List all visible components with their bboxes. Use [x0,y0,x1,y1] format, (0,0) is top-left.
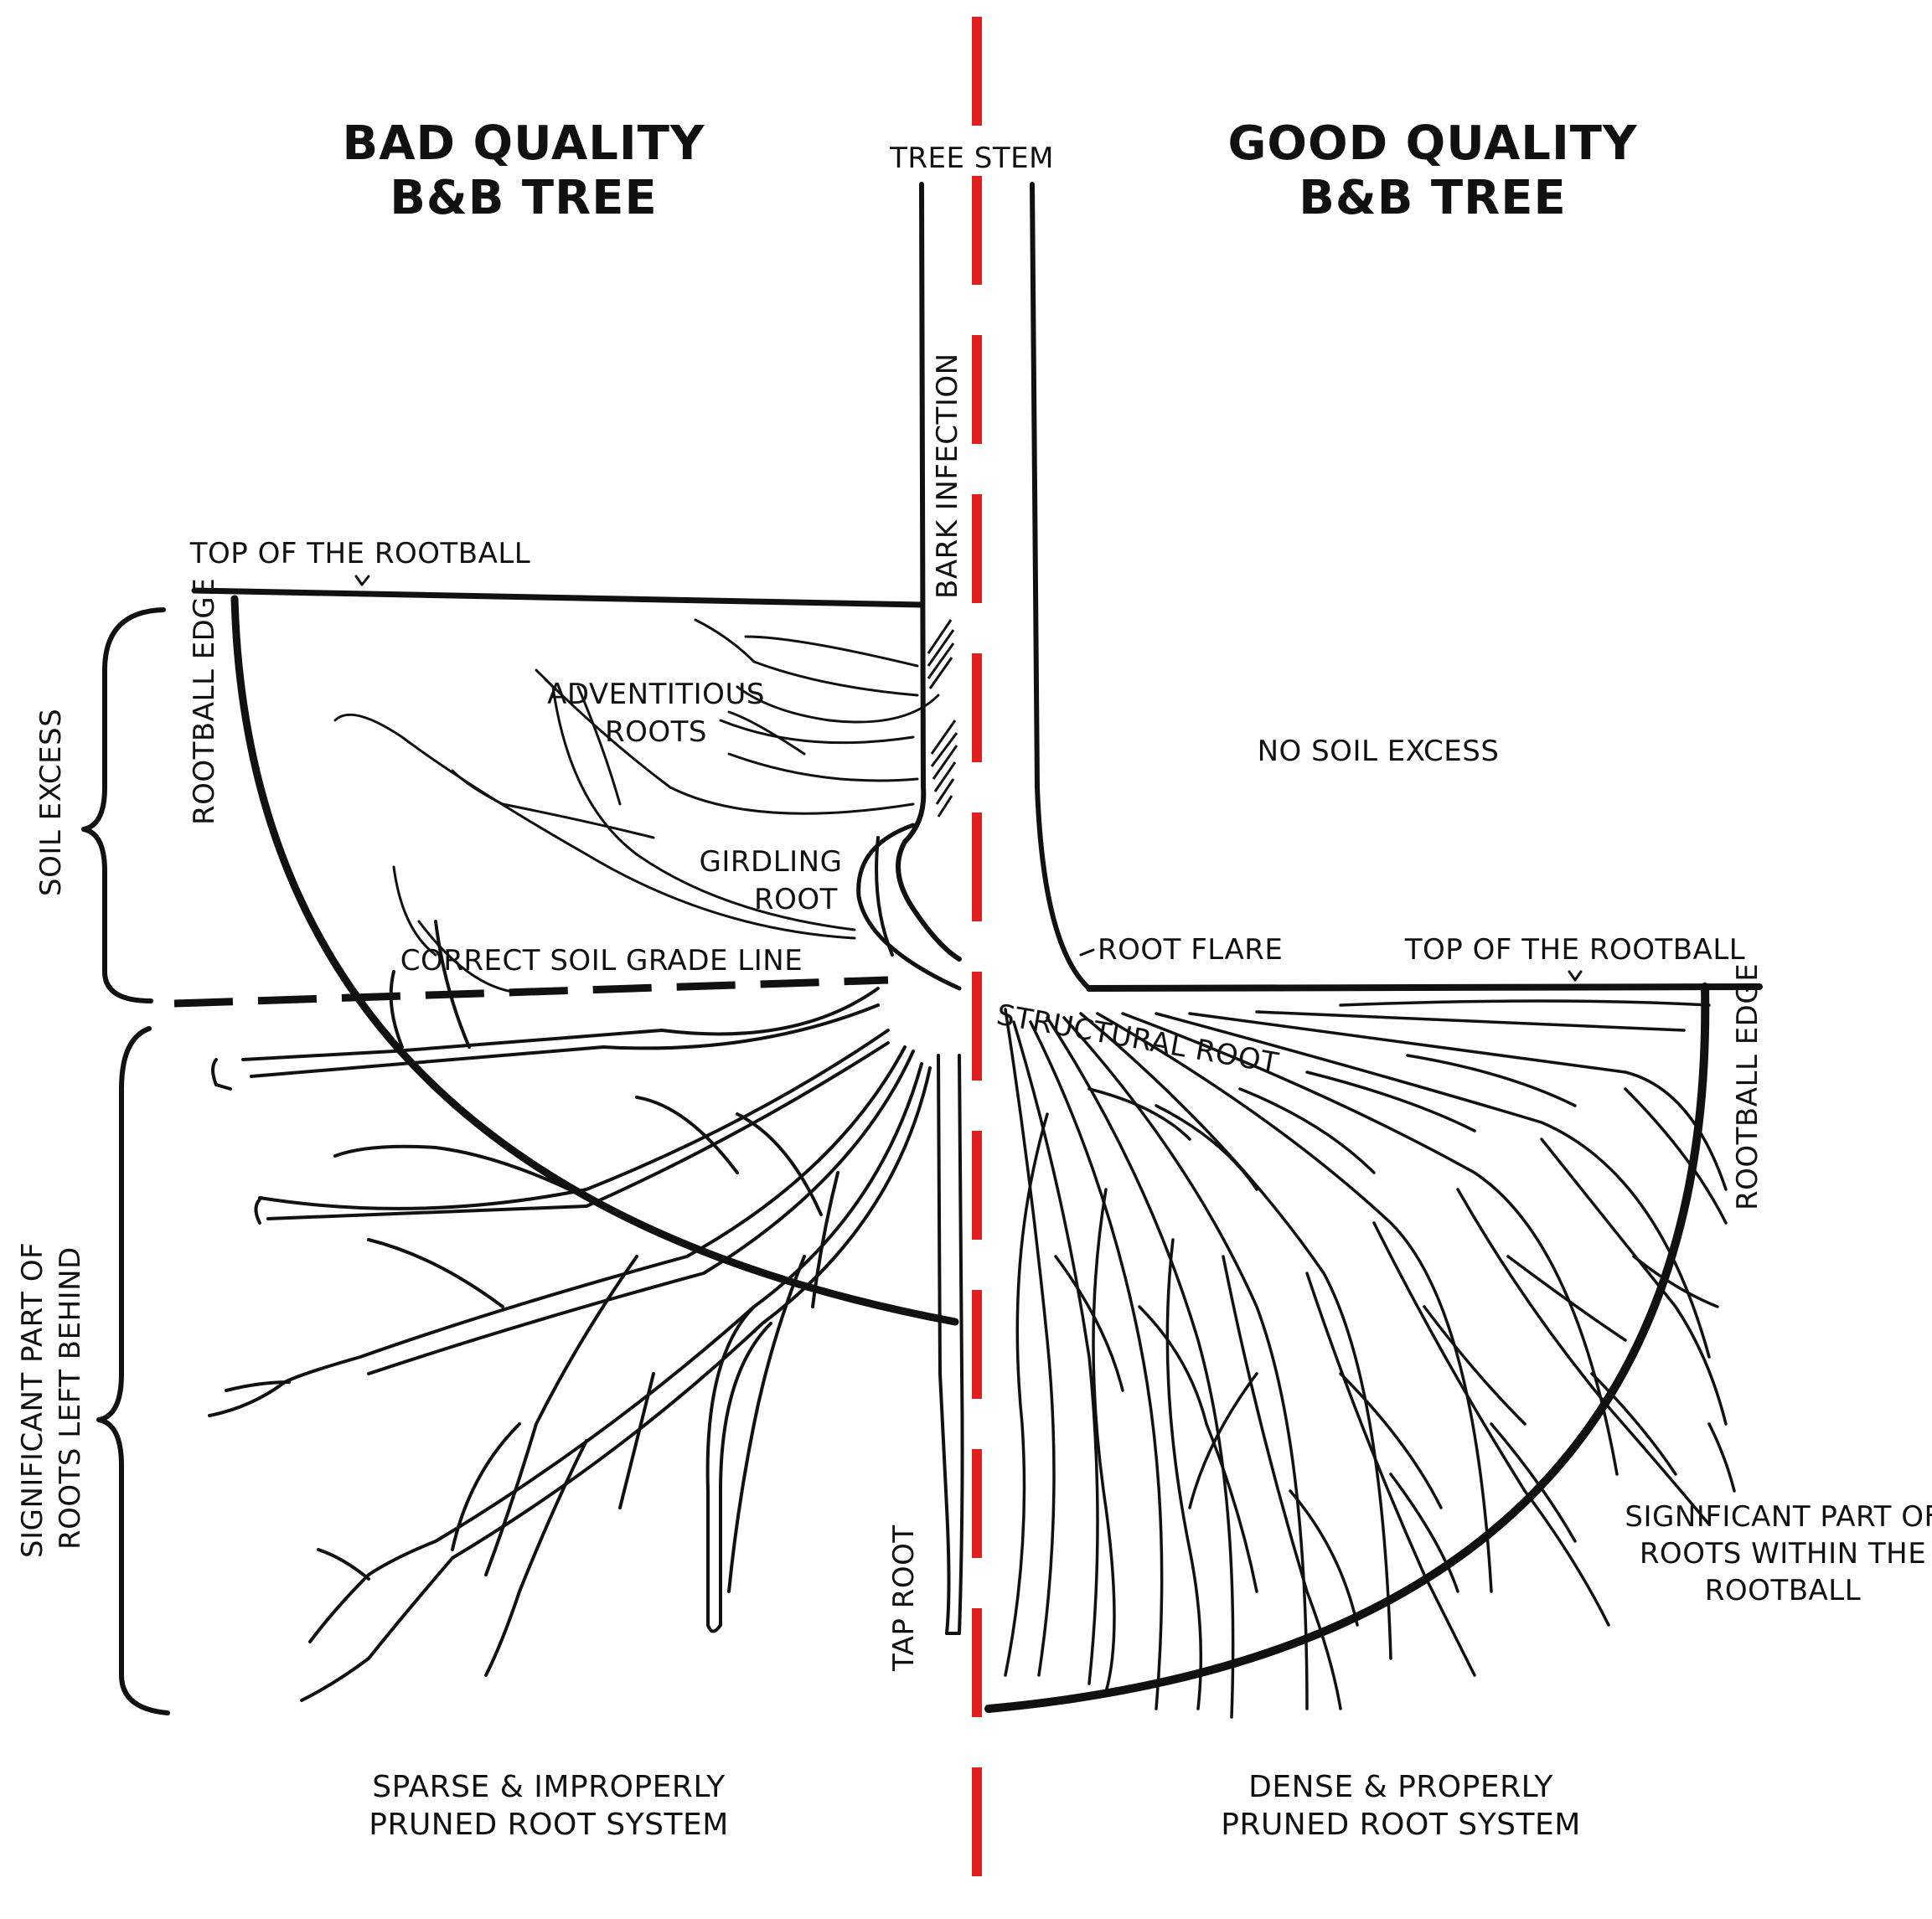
good-tree [984,182,1763,1719]
top-rootball-left-tick [354,575,370,586]
structural-root-label: STRUCTURAL ROOT [994,998,1281,1081]
correct-soil-grade-line [173,976,889,1008]
left-behind-brace [96,1026,170,1715]
bad-stem [896,182,962,962]
good-title-line1: GOOD QUALITY [1227,116,1638,171]
left-behind-label-2: ROOTS LEFT BEHIND [54,1246,87,1550]
no-soil-excess-label: NO SOIL EXCESS [1258,735,1500,768]
good-stem [1030,182,1092,991]
bad-root-system [208,920,964,1702]
good-root-system [1004,999,1736,1719]
bark-infection-label: BARK INFECTION [931,353,964,599]
tap-root-label: TAP ROOT [887,1524,921,1672]
root-flare-tick [1079,948,1095,957]
bad-title-line1: BAD QUALITY [343,116,705,171]
adventitious-label-2: ROOTS [605,715,707,749]
bad-rootball-edge [230,595,959,1326]
adventitious-roots [333,618,940,994]
top-rootball-left-label: TOP OF THE ROOTBALL [189,537,530,570]
good-title-line2: B&B TREE [1299,171,1567,225]
bad-title-line2: B&B TREE [390,171,658,225]
rootball-edge-right-label: ROOTBALL EDGE [1731,963,1764,1210]
within-label-3: ROOTBALL [1705,1574,1861,1607]
girdling-root [856,823,962,991]
bark-infection-hatch [927,619,958,818]
tree-stem-label: TREE STEM [889,142,1054,175]
bad-tree [81,182,964,1715]
within-label-1: SIGNIFICANT PART OF [1625,1500,1932,1534]
soil-excess-brace [81,607,166,1003]
root-flare-label: ROOT FLARE [1098,933,1283,967]
soil-excess-label: SOIL EXCESS [34,709,68,896]
sparse-label-2: PRUNED ROOT SYSTEM [369,1808,729,1842]
bad-top-of-rootball-line [191,587,925,608]
within-label-2: ROOTS WITHIN THE [1640,1537,1926,1571]
top-rootball-right-tick [1568,970,1583,982]
grade-line-label: CORRECT SOIL GRADE LINE [400,944,803,978]
girdling-label-1: GIRDLING [700,845,843,879]
dense-label-2: PRUNED ROOT SYSTEM [1221,1808,1581,1842]
rootball-edge-left-label: ROOTBALL EDGE [188,578,221,825]
left-behind-label-1: SIGNIFICANT PART OF [16,1242,49,1558]
dense-label-1: DENSE & PROPERLY [1248,1770,1553,1804]
sparse-label-1: SPARSE & IMPROPERLY [372,1770,726,1804]
girdling-label-2: ROOT [754,883,838,916]
adventitious-label-1: ADVENTITIOUS [547,678,765,711]
good-top-of-rootball-line [1086,983,1763,992]
top-rootball-right-label: TOP OF THE ROOTBALL [1404,933,1745,967]
